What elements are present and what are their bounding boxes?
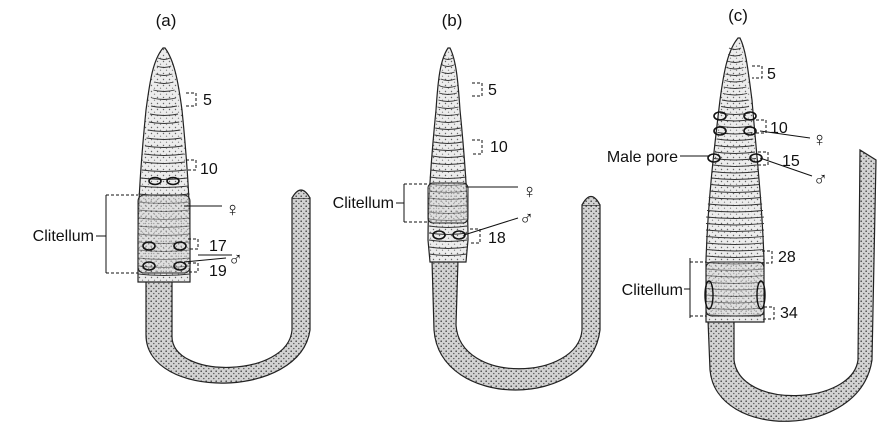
panel-c-segment-5: 5 — [767, 66, 776, 83]
panel-a-segment-10: 10 — [200, 161, 218, 178]
panel-c-female-symbol: ♀ — [812, 129, 827, 151]
panel-b-segment-5: 5 — [488, 82, 497, 99]
panel-a-segment-19: 19 — [209, 263, 227, 280]
panel-b-label: (b) — [442, 11, 463, 30]
panel-c-male-symbol: ♂ — [813, 169, 828, 191]
panel-a-clitellum-label: Clitellum — [33, 228, 94, 245]
panel-a: (a) 5 10 17 19 — [33, 11, 310, 383]
panel-c-clitellum-band — [706, 262, 764, 316]
panel-a-female-symbol: ♀ — [225, 199, 240, 221]
panel-b-clitellum-label: Clitellum — [333, 195, 394, 212]
panel-c-segment-34: 34 — [780, 305, 798, 322]
panel-a-label: (a) — [156, 11, 177, 30]
panel-a-segment-5: 5 — [203, 92, 212, 109]
panel-a-clitellum-band — [138, 195, 190, 273]
panel-b-female-symbol: ♀ — [522, 181, 537, 203]
panel-a-male-symbol: ♂ — [228, 249, 243, 271]
panel-c-label: (c) — [728, 6, 748, 25]
panel-c-clitellum-label: Clitellum — [622, 282, 683, 299]
panel-b-male-symbol: ♂ — [519, 208, 534, 230]
panel-c-male-pore-label: Male pore — [607, 149, 678, 166]
panel-c-segment-28: 28 — [778, 249, 796, 266]
panel-a-segment-17: 17 — [209, 238, 227, 255]
panel-c: (c) 5 10 15 28 34 — [607, 6, 876, 421]
panel-b: (b) 5 10 18 Clitellum ♀ ♂ — [333, 11, 600, 390]
panel-c-segment-15: 15 — [782, 153, 800, 170]
panel-b-segment-10: 10 — [490, 139, 508, 156]
panel-b-segment-18: 18 — [488, 230, 506, 247]
panel-b-clitellum-band — [428, 183, 468, 223]
